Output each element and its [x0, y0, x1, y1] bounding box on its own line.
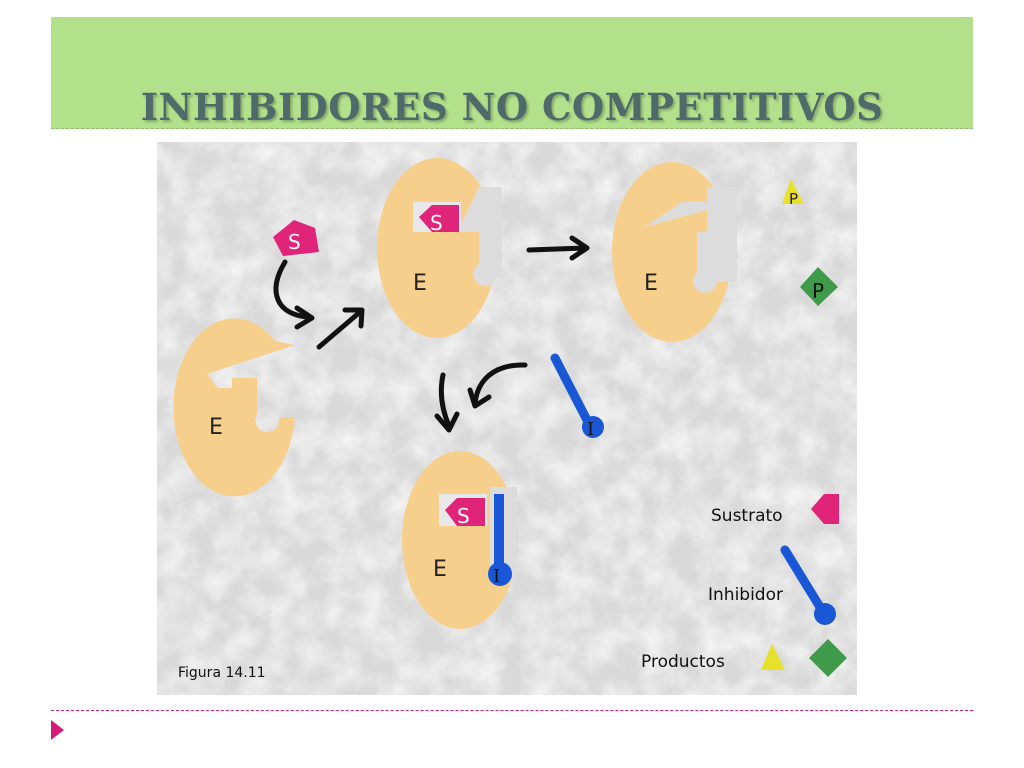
svg-text:P: P: [789, 190, 798, 208]
enzyme-label: E: [209, 415, 223, 440]
product-diamond: P: [800, 267, 838, 306]
figure-background: [157, 142, 857, 695]
diagram-figure: E S S E E: [157, 142, 857, 695]
enzyme-substrate-inhibitor-complex: S I E: [402, 451, 518, 629]
legend-inhibitor-shape: [780, 545, 828, 617]
legend-product-triangle: [761, 644, 785, 670]
legend-products-label: Productos: [641, 652, 725, 672]
legend: Sustrato Inhibidor Productos: [641, 494, 847, 677]
footer-divider: [51, 710, 973, 711]
substrate-label: S: [430, 211, 443, 235]
legend-substrate-label: Sustrato: [711, 506, 783, 526]
legend-product-diamond: [809, 639, 847, 677]
substrate-label: S: [288, 230, 301, 254]
figure-caption: Figura 14.11: [178, 665, 266, 681]
inhibitor-label: I: [587, 419, 594, 440]
bullet-triangle-icon: [51, 720, 64, 740]
product-triangle: P: [782, 179, 804, 208]
curved-arrow-substrate: [273, 259, 310, 320]
enzyme-label: E: [644, 271, 658, 296]
released-enzyme: E: [612, 162, 737, 342]
enzyme-label: E: [413, 271, 427, 296]
legend-substrate-shape: [811, 494, 839, 524]
free-enzyme: E: [173, 318, 295, 497]
legend-inhibitor-label: Inhibidor: [708, 585, 783, 605]
enzyme-substrate-complex: S E: [377, 158, 502, 338]
inhibitor-label: I: [493, 566, 500, 587]
svg-text:P: P: [812, 279, 824, 303]
curved-arrow-inhibitor: [472, 362, 528, 407]
title-band: INHIBIDORES NO COMPETITIVOS: [51, 17, 973, 129]
free-inhibitor: I: [550, 353, 604, 440]
down-arrow: [438, 372, 452, 429]
slide-title: INHIBIDORES NO COMPETITIVOS: [140, 85, 884, 129]
substrate-label: S: [457, 504, 470, 528]
free-substrate: S: [273, 220, 319, 256]
diagram-canvas: E S S E E: [157, 142, 857, 695]
enzyme-label: E: [433, 557, 447, 582]
reaction-arrow: [526, 245, 588, 253]
diagonal-arrow: [316, 309, 363, 350]
